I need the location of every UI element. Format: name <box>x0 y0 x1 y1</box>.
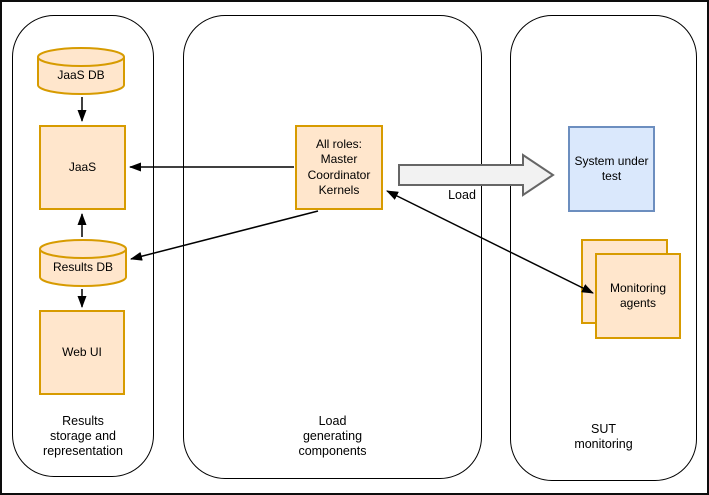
jaas-label: JaaS <box>68 159 97 174</box>
container-load-generating <box>183 15 482 479</box>
results-db-label: Results DB <box>52 260 114 274</box>
system-under-test-label: System under test <box>574 153 649 184</box>
results-db-node: Results DB <box>39 239 127 287</box>
jaas-db-label: JaaS DB <box>57 68 105 82</box>
database-cylinder-icon <box>39 239 127 287</box>
all-roles-label: All roles: Master Coordinator Kernels <box>307 136 371 198</box>
load-generating-label: Load generating components <box>298 414 367 458</box>
database-cylinder-icon <box>37 47 125 95</box>
web-ui-label: Web UI <box>62 344 102 359</box>
results-storage-label: Results storage and representation <box>43 414 123 458</box>
monitoring-agents-node: Monitoring agents <box>595 253 681 339</box>
all-roles-node: All roles: Master Coordinator Kernels <box>295 125 383 210</box>
system-under-test-node: System under test <box>568 126 655 212</box>
load-arrow-label: Load <box>448 188 476 202</box>
web-ui-node: Web UI <box>39 310 125 395</box>
jaas-db-node: JaaS DB <box>37 47 125 95</box>
monitoring-agents-label: Monitoring agents <box>609 280 667 311</box>
sut-monitoring-label: SUT monitoring <box>574 422 633 451</box>
jaas-node: JaaS <box>39 125 126 210</box>
